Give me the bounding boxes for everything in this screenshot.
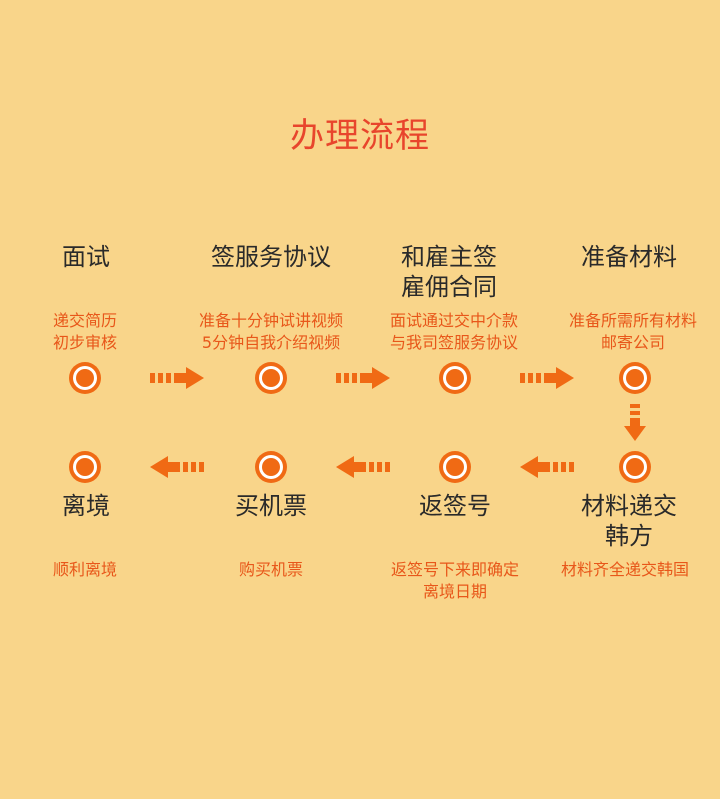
step-1-title: 面试	[1, 242, 171, 272]
step-7-title-line-1: 买机票	[235, 492, 307, 520]
step-3-title: 和雇主签 雇佣合同	[364, 242, 534, 302]
arrow-right-icon	[520, 367, 574, 389]
step-3-desc: 面试通过交中介款 与我司签服务协议	[359, 310, 549, 354]
step-3-desc-line-1: 面试通过交中介款	[389, 311, 518, 330]
arrow-left-icon	[150, 456, 204, 478]
arrow-right-icon	[336, 367, 390, 389]
step-6-title: 返签号	[370, 491, 540, 521]
step-1-title-line-1: 面试	[62, 243, 110, 271]
step-8-node	[69, 451, 101, 483]
step-5-node	[619, 451, 651, 483]
step-5-title-line-2: 韩方	[605, 522, 653, 550]
step-2-desc: 准备十分钟试讲视频 5分钟自我介绍视频	[176, 310, 366, 354]
step-2-node	[255, 362, 287, 394]
step-6-desc-line-2: 离境日期	[422, 582, 487, 601]
page-title: 办理流程	[290, 116, 430, 156]
step-3-desc-line-2: 与我司签服务协议	[389, 333, 518, 352]
step-1-node	[69, 362, 101, 394]
step-5-desc-line-1: 材料齐全递交韩国	[560, 560, 689, 579]
step-2-title-line-1: 签服务协议	[211, 243, 331, 271]
step-6-title-line-1: 返签号	[419, 492, 491, 520]
step-3-title-line-1: 和雇主签	[401, 243, 497, 271]
step-4-title-line-1: 准备材料	[581, 243, 677, 271]
step-8-title-line-1: 离境	[62, 492, 110, 520]
step-4-desc-line-2: 邮寄公司	[600, 333, 665, 352]
step-2-title: 签服务协议	[186, 242, 356, 272]
step-1-desc: 递交简历 初步审核	[0, 310, 180, 354]
step-8-desc-line-1: 顺利离境	[52, 560, 117, 579]
step-7-title: 买机票	[186, 491, 356, 521]
step-6-desc-line-1: 返签号下来即确定	[390, 560, 519, 579]
arrow-left-icon	[336, 456, 390, 478]
arrow-right-icon	[150, 367, 204, 389]
step-1-desc-line-1: 递交简历	[52, 311, 117, 330]
step-4-node	[619, 362, 651, 394]
step-8-desc: 顺利离境	[0, 559, 180, 581]
arrow-down-icon	[624, 404, 646, 441]
step-4-title: 准备材料	[544, 242, 714, 272]
step-6-desc: 返签号下来即确定 离境日期	[360, 559, 550, 603]
step-5-title-line-1: 材料递交	[581, 492, 677, 520]
step-3-node	[439, 362, 471, 394]
step-5-title: 材料递交 韩方	[544, 491, 714, 551]
step-3-title-line-2: 雇佣合同	[401, 273, 497, 301]
step-4-desc: 准备所需所有材料 邮寄公司	[538, 310, 720, 354]
step-2-desc-line-1: 准备十分钟试讲视频	[198, 311, 343, 330]
step-5-desc: 材料齐全递交韩国	[530, 559, 720, 581]
step-2-desc-line-2: 5分钟自我介绍视频	[201, 333, 341, 352]
step-6-node	[439, 451, 471, 483]
step-1-desc-line-2: 初步审核	[52, 333, 117, 352]
step-7-desc-line-1: 购买机票	[238, 560, 303, 579]
step-7-desc: 购买机票	[176, 559, 366, 581]
step-7-node	[255, 451, 287, 483]
step-4-desc-line-1: 准备所需所有材料	[568, 311, 697, 330]
arrow-left-icon	[520, 456, 574, 478]
step-8-title: 离境	[1, 491, 171, 521]
